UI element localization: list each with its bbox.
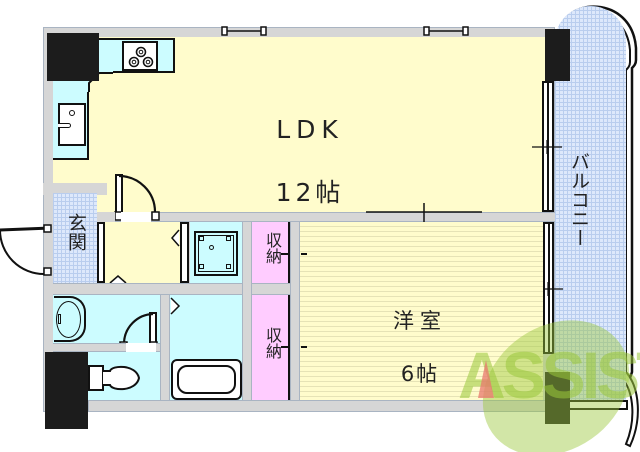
entrance-label: 玄関 bbox=[65, 213, 87, 251]
balcony-ledge bbox=[570, 400, 628, 410]
storage-lower-handle-2 bbox=[301, 346, 307, 348]
balcony-label: バルコニー bbox=[568, 152, 590, 247]
hallway-right-post bbox=[180, 222, 189, 283]
storage-upper bbox=[252, 222, 290, 283]
window-top-right-icon bbox=[423, 26, 469, 36]
ldk-size: 12帖 bbox=[275, 177, 345, 207]
room-western bbox=[300, 222, 543, 400]
bathroom-door-arrow-icon bbox=[170, 297, 181, 315]
bathtub-icon bbox=[171, 359, 242, 400]
ldk-doorway bbox=[121, 212, 151, 222]
pillar-top-left bbox=[47, 33, 99, 81]
window-top-left-icon bbox=[221, 26, 267, 36]
gas-stove-icon bbox=[122, 41, 158, 71]
pillar-bottom-left bbox=[45, 352, 88, 429]
door-marker-ldk bbox=[532, 140, 562, 154]
hallway bbox=[97, 222, 185, 283]
toilet-icon bbox=[88, 365, 141, 391]
storage-upper-handle bbox=[281, 253, 288, 255]
kitchen-sink-icon bbox=[58, 103, 86, 146]
hallway-arrow-left-icon bbox=[171, 229, 180, 247]
ldk-door-icon[interactable] bbox=[113, 172, 163, 224]
wall-washer-storage bbox=[242, 222, 252, 400]
ldk-entry-wall bbox=[43, 183, 107, 195]
western-room-name: 洋室 bbox=[393, 309, 447, 334]
ldk-entry-wall-2 bbox=[97, 212, 555, 222]
storage-upper-handle-2 bbox=[301, 253, 307, 255]
assist-watermark-logo: ASSIST bbox=[458, 320, 640, 452]
washbasin-icon bbox=[54, 296, 86, 342]
wall-bottom-right-stub bbox=[543, 354, 555, 374]
storage-upper-door[interactable] bbox=[288, 222, 290, 283]
washing-machine-pan-icon bbox=[194, 231, 238, 276]
wall-storage-room bbox=[290, 222, 300, 400]
hallway-arrow-up-icon bbox=[109, 275, 127, 284]
pillar-top-right bbox=[545, 29, 570, 81]
ldk-name: LDK bbox=[276, 115, 344, 145]
western-room-label: 洋室 6帖 bbox=[370, 282, 470, 387]
storage-lower-handle bbox=[281, 346, 288, 348]
wall-hall-bottom bbox=[53, 283, 300, 295]
wall-wash-toilet bbox=[53, 343, 160, 352]
western-room-size: 6帖 bbox=[400, 361, 440, 386]
washroom-door-opening bbox=[126, 343, 156, 352]
wall-ldk-door bbox=[97, 212, 115, 222]
hallway-left-post bbox=[97, 222, 105, 283]
storage-upper-label: 収納 bbox=[263, 232, 282, 264]
pillar-bottom-right bbox=[545, 372, 570, 424]
wall-wash-bath bbox=[160, 295, 170, 400]
entrance-door-icon[interactable] bbox=[0, 222, 56, 278]
storage-lower-door[interactable] bbox=[288, 295, 290, 401]
room-entrance bbox=[53, 193, 97, 283]
ldk-label: LDK 12帖 bbox=[255, 83, 365, 208]
storage-lower-label: 収納 bbox=[263, 327, 282, 359]
